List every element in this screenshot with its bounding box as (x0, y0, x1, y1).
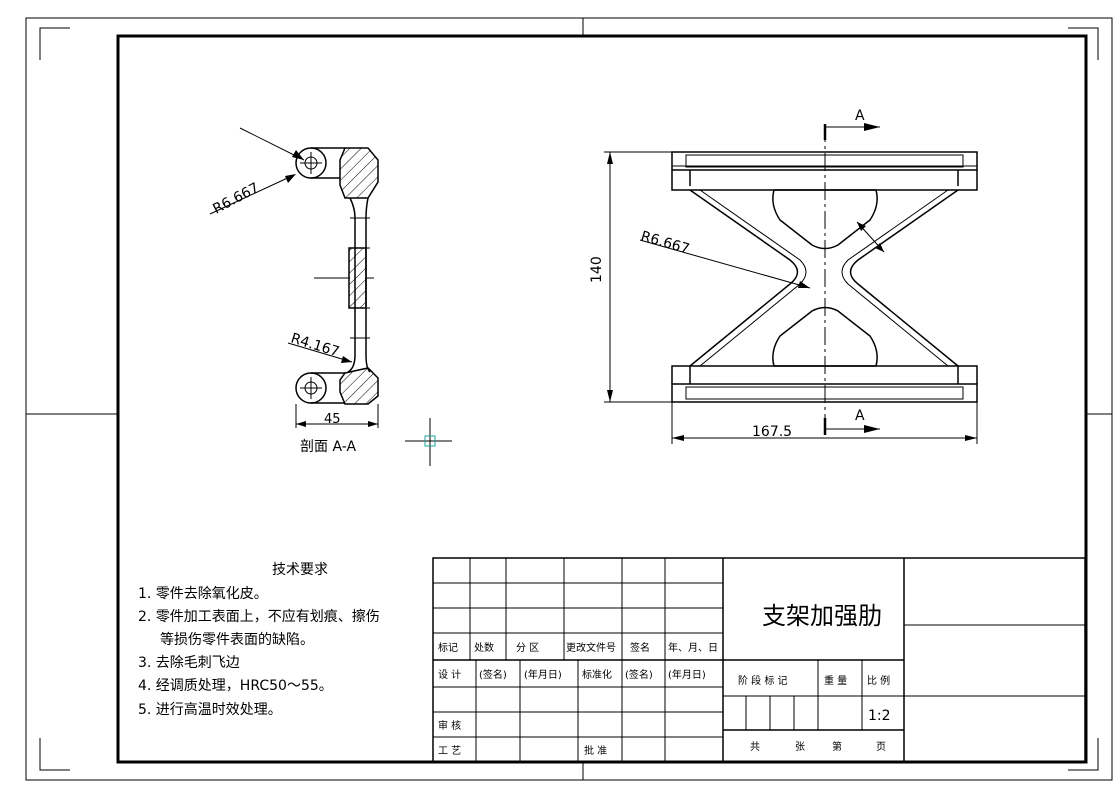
section-view: R6.667 R4.167 45 剖面 A-A (209, 127, 379, 455)
tech-note-3: 3. 去除毛刺飞边 (138, 655, 240, 671)
title-block: 支架加强肋 标记 处数 分 区 更改文件号 签名 年、月、日 设 计 (签名) … (432, 557, 1086, 763)
stage-mark-label: 阶 段 标 记 (738, 674, 788, 687)
rev-header-docno: 更改文件号 (566, 641, 616, 654)
tech-note-5: 5. 进行高温时效处理。 (138, 701, 282, 718)
scale-value: 1:2 (868, 708, 891, 724)
sheet-total-label: 共 (750, 741, 760, 753)
rev-header-mark: 标记 (438, 642, 458, 654)
tech-notes-title: 技术要求 (272, 562, 328, 578)
section-caption: 剖面 A-A (300, 439, 356, 455)
part-title: 支架加强肋 (762, 602, 882, 630)
outer-frame (25, 17, 1113, 781)
front-width-dim: 167.5 (752, 424, 792, 440)
rev-header-zone: 分 区 (516, 642, 539, 654)
design-date: (年月日) (524, 668, 562, 681)
rev-header-count: 处数 (474, 641, 494, 654)
page-label: 页 (876, 741, 886, 753)
tech-note-2: 2. 零件加工表面上，不应有划痕、擦伤 (138, 608, 380, 625)
rev-header-date: 年、月、日 (668, 641, 718, 654)
section-radius-top: R6.667 (210, 180, 261, 218)
scale-label: 比 例 (867, 674, 890, 687)
weight-label: 重 量 (824, 674, 847, 687)
process-label: 工 艺 (438, 745, 461, 757)
sheet-no-label: 第 (832, 740, 842, 753)
standard-label: 标准化 (582, 668, 612, 681)
design-label: 设 计 (438, 668, 461, 681)
section-label-top: A (855, 108, 865, 124)
tech-note-1: 1. 零件去除氧化皮。 (138, 586, 268, 602)
tech-note-4: 4. 经调质处理，HRC50～55。 (138, 678, 333, 694)
rev-header-sign: 签名 (630, 641, 650, 654)
design-sign: (签名) (479, 668, 507, 681)
front-radius: R6.667 (639, 228, 691, 257)
section-label-bottom: A (855, 408, 865, 424)
approve-label: 批 准 (584, 744, 607, 757)
section-width-dim: 45 (324, 412, 341, 427)
sheet-unit-label: 张 (795, 741, 805, 753)
review-label: 审 核 (438, 719, 461, 732)
tech-notes: 技术要求 1. 零件去除氧化皮。 2. 零件加工表面上，不应有划痕、擦伤 等损伤… (138, 562, 380, 718)
cad-cursor-crosshair (405, 418, 452, 466)
front-height-dim: 140 (589, 256, 605, 283)
tech-note-2-cont: 等损伤零件表面的缺陷。 (160, 631, 314, 648)
front-view: A A R6.667 140 167.5 (589, 108, 978, 444)
standard-sign: (签名) (625, 668, 653, 681)
standard-date: (年月日) (668, 668, 706, 681)
section-radius-bottom: R4.167 (289, 331, 341, 361)
